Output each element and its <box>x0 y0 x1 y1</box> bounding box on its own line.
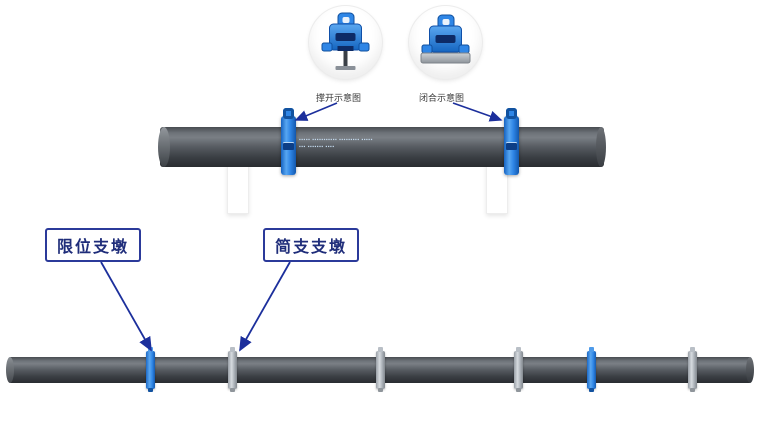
limit-support-clamp <box>146 347 155 392</box>
limit-support-label: 限位支墩 <box>45 228 141 262</box>
blue-pipe-clamp <box>504 108 519 175</box>
callout-open-label: 撑开示意图 <box>316 93 362 103</box>
simple-support-clamp <box>228 347 237 392</box>
pipe-marking-line2: ▪▪▪ ▪▪▪▪▪▪▪ ▪▪▪▪ <box>299 144 335 150</box>
callout-closed-label: 闭合示意图 <box>419 93 465 103</box>
simple-support-clamp <box>376 347 385 392</box>
blue-pipe-clamp <box>281 108 296 175</box>
callout-closed-detail <box>409 6 482 79</box>
callout-open-detail <box>309 6 382 79</box>
simple-support-label: 简支支墩 <box>263 228 359 262</box>
top-pipe: ▪▪▪▪▪ ▪▪▪▪▪▪▪▪▪▪▪ ▪▪▪▪▪▪▪▪▪ ▪▪▪▪▪ ▪▪▪ ▪▪… <box>158 127 606 167</box>
clamp-closed-illustration <box>420 14 471 64</box>
arrow-simple-support <box>239 261 291 352</box>
arrow-limit-support <box>100 261 152 352</box>
simple-support-clamp <box>688 347 697 392</box>
pipe-marking: ▪▪▪▪▪ ▪▪▪▪▪▪▪▪▪▪▪ ▪▪▪▪▪▪▪▪▪ ▪▪▪▪▪ ▪▪▪ ▪▪… <box>286 138 373 150</box>
limit-support-clamp <box>587 347 596 392</box>
pipe-marking-line1: ▪▪▪▪▪ ▪▪▪▪▪▪▪▪▪▪▪ ▪▪▪▪▪▪▪▪▪ ▪▪▪▪▪ <box>299 137 373 143</box>
simple-support-clamp <box>514 347 523 392</box>
clamp-open-illustration <box>321 12 370 70</box>
arrow-closed-to-clamp <box>452 102 503 122</box>
arrow-open-to-clamp <box>294 102 338 121</box>
